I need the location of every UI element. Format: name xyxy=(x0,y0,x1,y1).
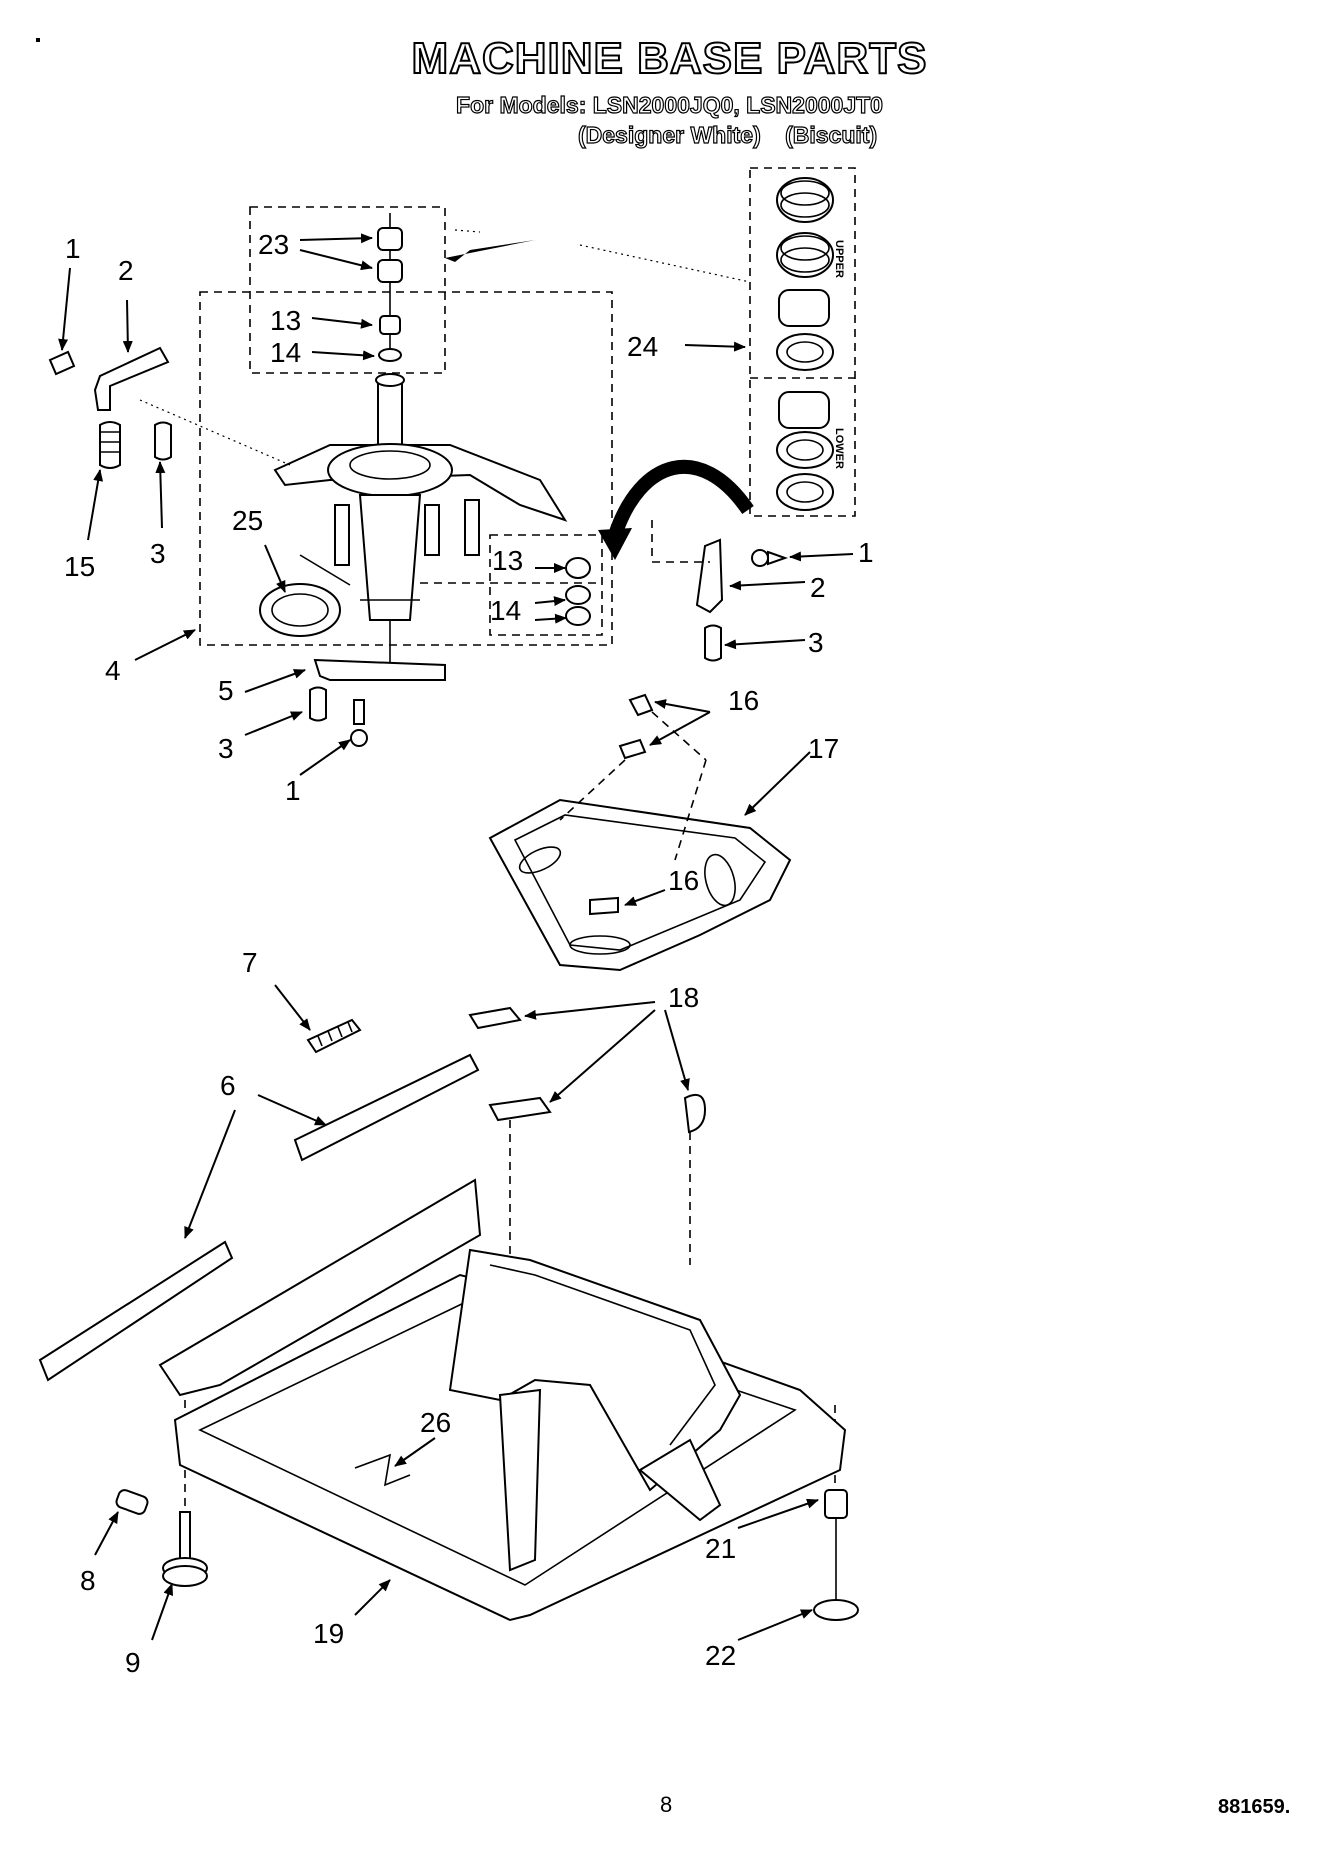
callout-14: 14 xyxy=(270,337,301,368)
lower-bracket-icon xyxy=(309,658,446,747)
callout-23: 23 xyxy=(258,229,289,260)
callout-6: 6 xyxy=(220,1070,236,1101)
direction-arrow-icon xyxy=(445,240,535,262)
left-bracket-icon xyxy=(48,346,291,469)
callout-2-right: 2 xyxy=(810,572,826,603)
variant-biscuit: (Biscuit) xyxy=(785,121,878,148)
upper-label: UPPER xyxy=(833,240,845,278)
page-title: MACHINE BASE PARTS xyxy=(411,33,928,84)
callout-26: 26 xyxy=(420,1407,451,1438)
callout-1-lower: 1 xyxy=(285,775,301,806)
callout-22: 22 xyxy=(705,1640,736,1671)
callout-13: 13 xyxy=(270,305,301,336)
callout-5: 5 xyxy=(218,675,234,706)
right-bracket-icon xyxy=(651,520,789,662)
callout-15: 15 xyxy=(64,551,95,582)
callout-9: 9 xyxy=(125,1647,141,1678)
grommet-stack-icon xyxy=(377,213,403,362)
callout-4: 4 xyxy=(105,655,121,686)
callout-1-right: 1 xyxy=(858,537,874,568)
callout-19: 19 xyxy=(313,1618,344,1649)
callout-21: 21 xyxy=(705,1533,736,1564)
suspension-assembly: UPPER LOWER xyxy=(48,167,856,747)
variant-designer-white: (Designer White) xyxy=(577,121,761,148)
callout-3-right: 3 xyxy=(808,627,824,658)
callout-3: 3 xyxy=(150,538,166,569)
callout-7: 7 xyxy=(242,947,258,978)
variant-line: (Designer White) (Biscuit) xyxy=(577,121,895,149)
curved-arrow-icon xyxy=(608,459,754,538)
assembly-box-4 xyxy=(199,291,613,646)
callout-16-lower: 16 xyxy=(668,865,699,896)
callout-14-right: 14 xyxy=(490,595,521,626)
callout-1: 1 xyxy=(65,233,81,264)
base-frame-19 xyxy=(38,1006,859,1622)
right-grommet-icon xyxy=(565,557,591,626)
inset-box-13-14-right xyxy=(489,534,603,636)
callout-18: 18 xyxy=(668,982,699,1013)
leader-arrows xyxy=(58,233,854,1641)
inset-box-24 xyxy=(749,167,856,517)
callout-16: 16 xyxy=(728,685,759,716)
top-frame-17 xyxy=(488,693,792,972)
page-number: 8 xyxy=(660,1792,673,1817)
callout-24: 24 xyxy=(627,331,658,362)
callout-17: 17 xyxy=(808,733,839,764)
models-line: For Models: LSN2000JQ0, LSN2000JT0 xyxy=(455,91,883,118)
callout-25: 25 xyxy=(232,505,263,536)
callout-numbers: 1 2 15 3 23 13 14 24 25 4 13 14 1 2 3 5 … xyxy=(64,229,874,1678)
transmission-spider-icon xyxy=(273,373,600,680)
document-code: 881659. xyxy=(1218,1796,1291,1818)
bearing-set-icon xyxy=(776,177,834,511)
callout-8: 8 xyxy=(80,1565,96,1596)
callout-13-right: 13 xyxy=(492,545,523,576)
callout-3-lower: 3 xyxy=(218,733,234,764)
corner-mark xyxy=(36,38,40,42)
callout-2: 2 xyxy=(118,255,134,286)
lower-label: LOWER xyxy=(833,428,845,469)
snubber-ring-icon xyxy=(259,554,351,637)
